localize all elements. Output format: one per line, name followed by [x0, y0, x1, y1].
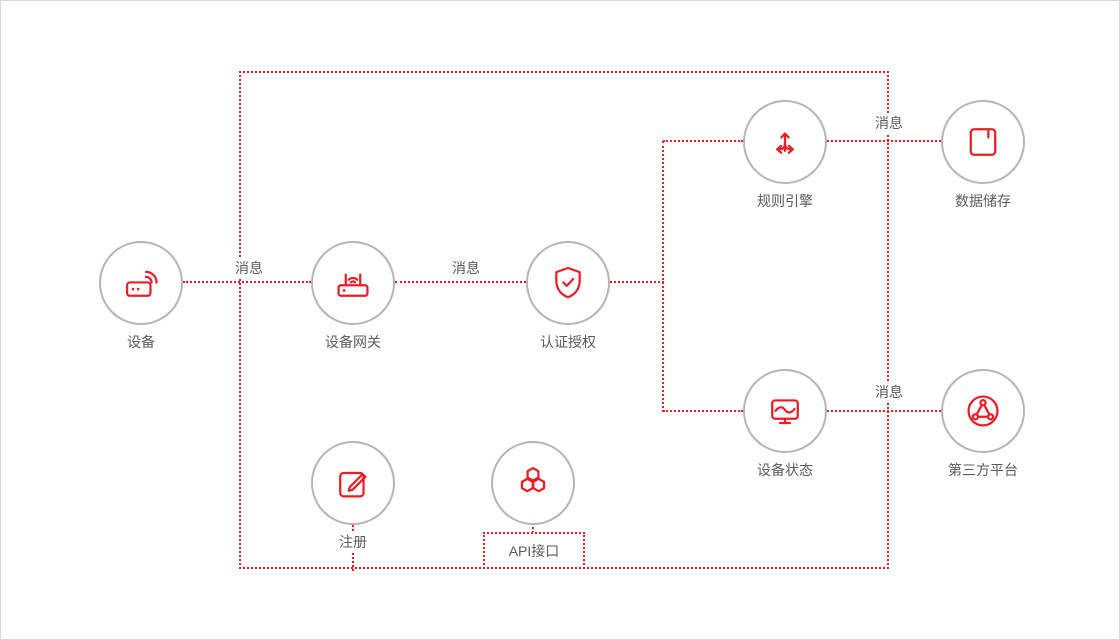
edge-rule-engine-storage	[827, 140, 941, 142]
hexagons-icon	[513, 463, 553, 503]
node-label: 数据储存	[951, 192, 1015, 211]
node-label: API接口	[508, 542, 560, 559]
node-auth: 认证授权	[508, 241, 628, 352]
node-circle	[526, 241, 610, 325]
node-api	[473, 441, 593, 525]
edge-junction-vertical	[662, 141, 664, 412]
api-label-box: API接口	[483, 532, 585, 569]
node-label: 第三方平台	[944, 461, 1022, 480]
edge-label-message: 消息	[863, 113, 915, 133]
edge-device-gateway	[183, 281, 311, 283]
node-gateway: 设备网关	[293, 241, 413, 352]
node-storage: 数据储存	[923, 100, 1043, 211]
edge-status-third-party	[827, 410, 941, 412]
node-circle	[941, 100, 1025, 184]
edge-junction-rule-engine	[663, 140, 743, 142]
node-label: 注册	[335, 533, 371, 552]
node-third-party: 第三方平台	[923, 369, 1043, 480]
node-label: 规则引擎	[753, 192, 817, 211]
node-circle	[311, 241, 395, 325]
node-label: 设备状态	[753, 461, 817, 480]
edge-label-message: 消息	[223, 258, 275, 278]
node-rule-engine: 规则引擎	[725, 100, 845, 211]
node-label: 设备网关	[321, 333, 385, 352]
edge-label-message: 消息	[863, 382, 915, 402]
edge-auth-junction	[610, 281, 664, 283]
node-circle	[491, 441, 575, 525]
edge-gateway-auth	[395, 281, 526, 283]
node-register: 注册	[293, 441, 413, 552]
branch-arrows-icon	[765, 122, 805, 162]
node-status: 设备状态	[725, 369, 845, 480]
node-device: 设备	[81, 241, 201, 352]
edge-junction-status	[663, 410, 743, 412]
shield-check-icon	[548, 263, 588, 303]
node-label: 认证授权	[536, 333, 600, 352]
edge-label-message: 消息	[440, 258, 492, 278]
router-icon	[333, 263, 373, 303]
node-circle	[743, 100, 827, 184]
node-circle	[311, 441, 395, 525]
network-triangle-icon	[963, 391, 1003, 431]
node-circle	[941, 369, 1025, 453]
edge-api-box	[532, 523, 534, 533]
edit-pencil-icon	[333, 463, 373, 503]
device-icon	[121, 263, 161, 303]
node-label: 设备	[123, 333, 159, 352]
disk-icon	[963, 122, 1003, 162]
node-circle	[743, 369, 827, 453]
node-circle	[99, 241, 183, 325]
monitor-wave-icon	[765, 391, 805, 431]
